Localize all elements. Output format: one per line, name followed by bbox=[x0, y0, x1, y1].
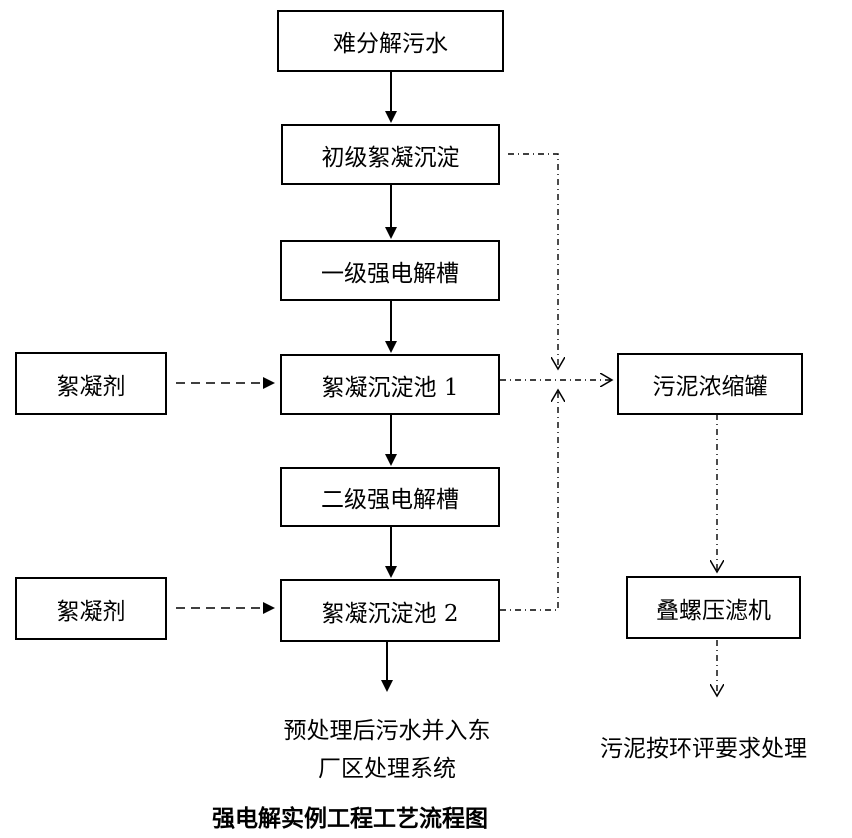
node-electrolysis-tank-1: 一级强电解槽 bbox=[280, 240, 500, 301]
node-sedimentation-1: 絮凝沉淀池 1 bbox=[280, 354, 500, 415]
node-sludge-thickener: 污泥浓缩罐 bbox=[617, 353, 803, 415]
node-primary-coagulation: 初级絮凝沉淀 bbox=[281, 124, 500, 185]
node-screw-filter-press: 叠螺压滤机 bbox=[626, 576, 801, 639]
diagram-caption: 强电解实例工程工艺流程图 bbox=[212, 805, 488, 832]
node-wastewater: 难分解污水 bbox=[277, 10, 504, 72]
node-flocculant-1: 絮凝剂 bbox=[15, 352, 167, 415]
node-flocculant-2: 絮凝剂 bbox=[15, 577, 167, 640]
output-pretreated-line-2: 厂区处理系统 bbox=[318, 756, 456, 782]
output-pretreated-line-1: 预处理后污水并入东 bbox=[283, 718, 491, 744]
node-electrolysis-tank-2: 二级强电解槽 bbox=[280, 467, 500, 527]
node-sedimentation-2: 絮凝沉淀池 2 bbox=[280, 579, 500, 642]
sludge-line-sed2 bbox=[500, 390, 558, 611]
sludge-line-primary bbox=[508, 153, 558, 369]
output-sludge-disposal: 污泥按环评要求处理 bbox=[600, 736, 807, 762]
